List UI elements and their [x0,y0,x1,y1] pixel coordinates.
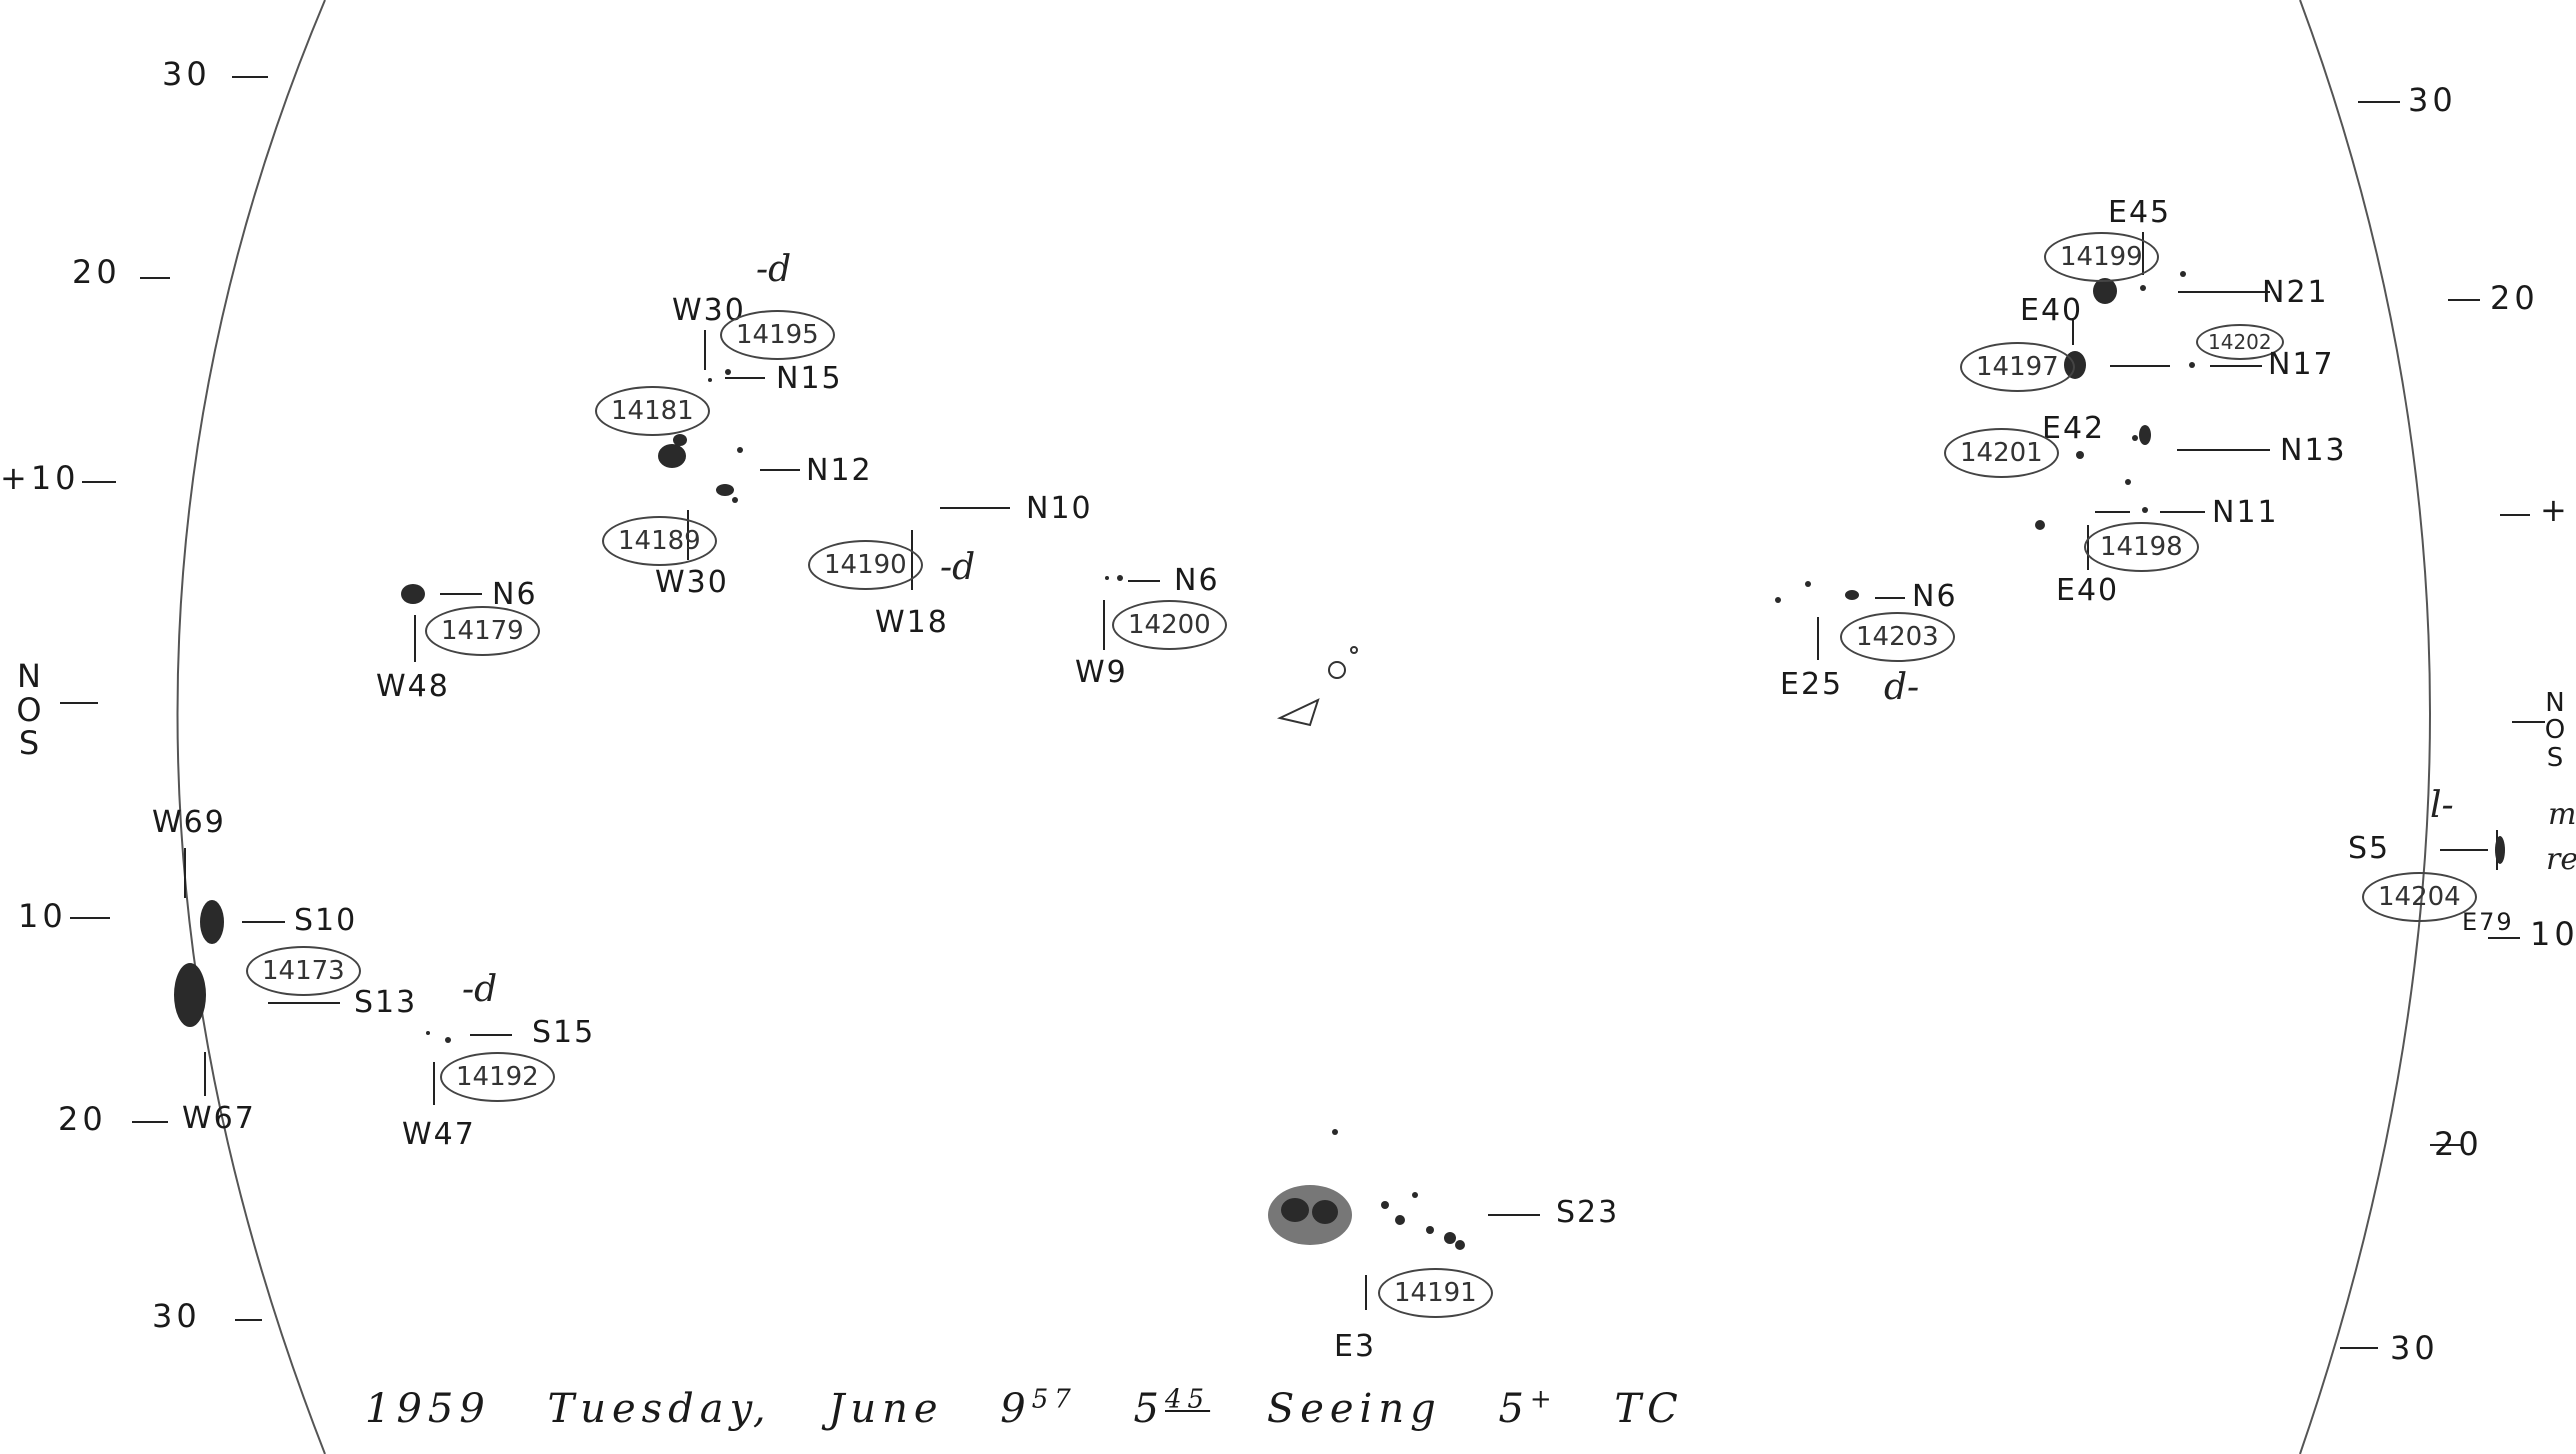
spot-14173a [200,900,224,944]
right-margin-scribble-1: m [2548,797,2576,832]
footer-year: 1959 [365,1386,491,1433]
lat-label-14192: S15 [532,1015,596,1050]
lon-label-14199: E45 [2108,195,2172,230]
spot-14189 [716,484,734,496]
spot-14201 [2139,425,2151,445]
lon-label-14173-west69: W69 [152,805,226,840]
lat-label-14195: N15 [776,361,843,396]
group-number-14192: 14192 [440,1052,555,1102]
group-number-14202: 14202 [2196,324,2284,360]
lon-label-14198: E40 [2056,573,2120,608]
spot-14204 [2495,836,2505,864]
footer-seeing-label: Seeing [1266,1386,1442,1433]
footer-observer: TC [1614,1386,1684,1433]
right-tick-marks [2340,101,2545,1349]
spot-14173b [174,963,206,1027]
group-number-14198: 14198 [2084,522,2199,572]
leader-lines [184,232,2498,1310]
right-lat-10-south: 10 [2530,915,2576,953]
group-number-14195: 14195 [720,310,835,360]
lon-label-14190: W18 [875,605,949,640]
right-lat-30-north: 30 [2408,81,2457,119]
left-lat-30-south: 30 [152,1297,201,1335]
spot-14191-umbra2 [1312,1200,1338,1224]
right-lat-20-north: 20 [2490,279,2539,317]
lon-label-14201: E42 [2042,411,2106,446]
observation-footer: 1959 Tuesday, June 957 545 Seeing 5+ TC [365,1385,1722,1432]
left-lat-10-north: +10 [0,459,80,497]
spot-14181 [658,444,686,468]
group-number-14179: 14179 [425,606,540,656]
left-tick-marks [60,76,268,1321]
lat-label-14190: N10 [1026,491,1093,526]
left-margin-letters: N O S [16,657,42,763]
spot-14179 [401,584,425,604]
footer-date: 957 [1000,1385,1077,1433]
lat-label-14203: N6 [1912,579,1958,614]
right-margin-letters: N O S [2544,688,2566,773]
lon-label-14191: E3 [1334,1329,1377,1364]
right-lat-20-south: 20 [2434,1125,2483,1163]
group-number-14173: 14173 [246,946,361,996]
lon-label-14204: E79 [2462,908,2514,936]
footer-time: 545 [1133,1385,1211,1433]
lon-label-14200: W9 [1075,655,1128,690]
lat-label-14202: N17 [2268,347,2335,382]
group-number-14199: 14199 [2044,232,2159,282]
note-14192: -d [462,969,498,1010]
right-margin-scribble-2: re [2546,842,2576,877]
left-lat-10-south: 10 [18,897,67,935]
lat-label-14173-s13: S13 [354,985,418,1020]
lon-label-14203: E25 [1780,667,1844,702]
lat-label-14201: N13 [2280,433,2347,468]
lat-label-14189: N12 [806,453,873,488]
lon-label-14179: W48 [376,669,450,704]
group-number-14181: 14181 [595,386,710,436]
group-number-14189: 14189 [602,516,717,566]
lat-label-14204: S5 [2348,831,2391,866]
lat-label-14191: S23 [1556,1195,1620,1230]
footer-seeing: 5+ [1498,1385,1558,1433]
right-lat-equator: + [2540,491,2571,529]
note-14204: l- [2430,785,2454,826]
group-number-14200: 14200 [1112,600,1227,650]
lat-label-14200: N6 [1174,563,1220,598]
footer-month: June [828,1386,944,1433]
spot-14191-umbra1 [1281,1198,1309,1222]
left-lat-30-north: 30 [162,55,211,93]
spot-14199 [2093,278,2117,304]
lon-label-14173-west67: W67 [182,1101,256,1136]
lat-label-14199: N21 [2262,275,2329,310]
lat-label-14179: N6 [492,577,538,612]
lon-label-14189: W30 [655,565,729,600]
group-number-14197: 14197 [1960,342,2075,392]
note-14190: -d [940,547,976,588]
solar-limb-right [2299,0,2431,1454]
lon-label-14192: W47 [402,1117,476,1152]
spot-14203 [1845,590,1859,600]
group-number-14203: 14203 [1840,612,1955,662]
note-14195: -d [756,249,792,290]
lat-label-14173-s10: S10 [294,903,358,938]
solar-limb-left [176,0,326,1454]
group-number-14204: 14204 [2362,872,2477,922]
left-lat-20-south: 20 [58,1100,107,1138]
left-lat-20-north: 20 [72,253,121,291]
spot-14181b [673,434,687,446]
group-number-14191: 14191 [1378,1268,1493,1318]
note-14203: d- [1884,667,1920,708]
spot-14191-penumbra [1268,1185,1352,1245]
lat-label-14198: N11 [2212,495,2279,530]
footer-day: Tuesday, [547,1386,772,1433]
group-number-14201: 14201 [1944,428,2059,478]
right-lat-30-south: 30 [2390,1329,2439,1367]
center-sketch [1276,646,1358,727]
sunspot-marks [174,271,2505,1250]
group-number-14190: 14190 [808,540,923,590]
lon-label-14197: E40 [2020,293,2084,328]
